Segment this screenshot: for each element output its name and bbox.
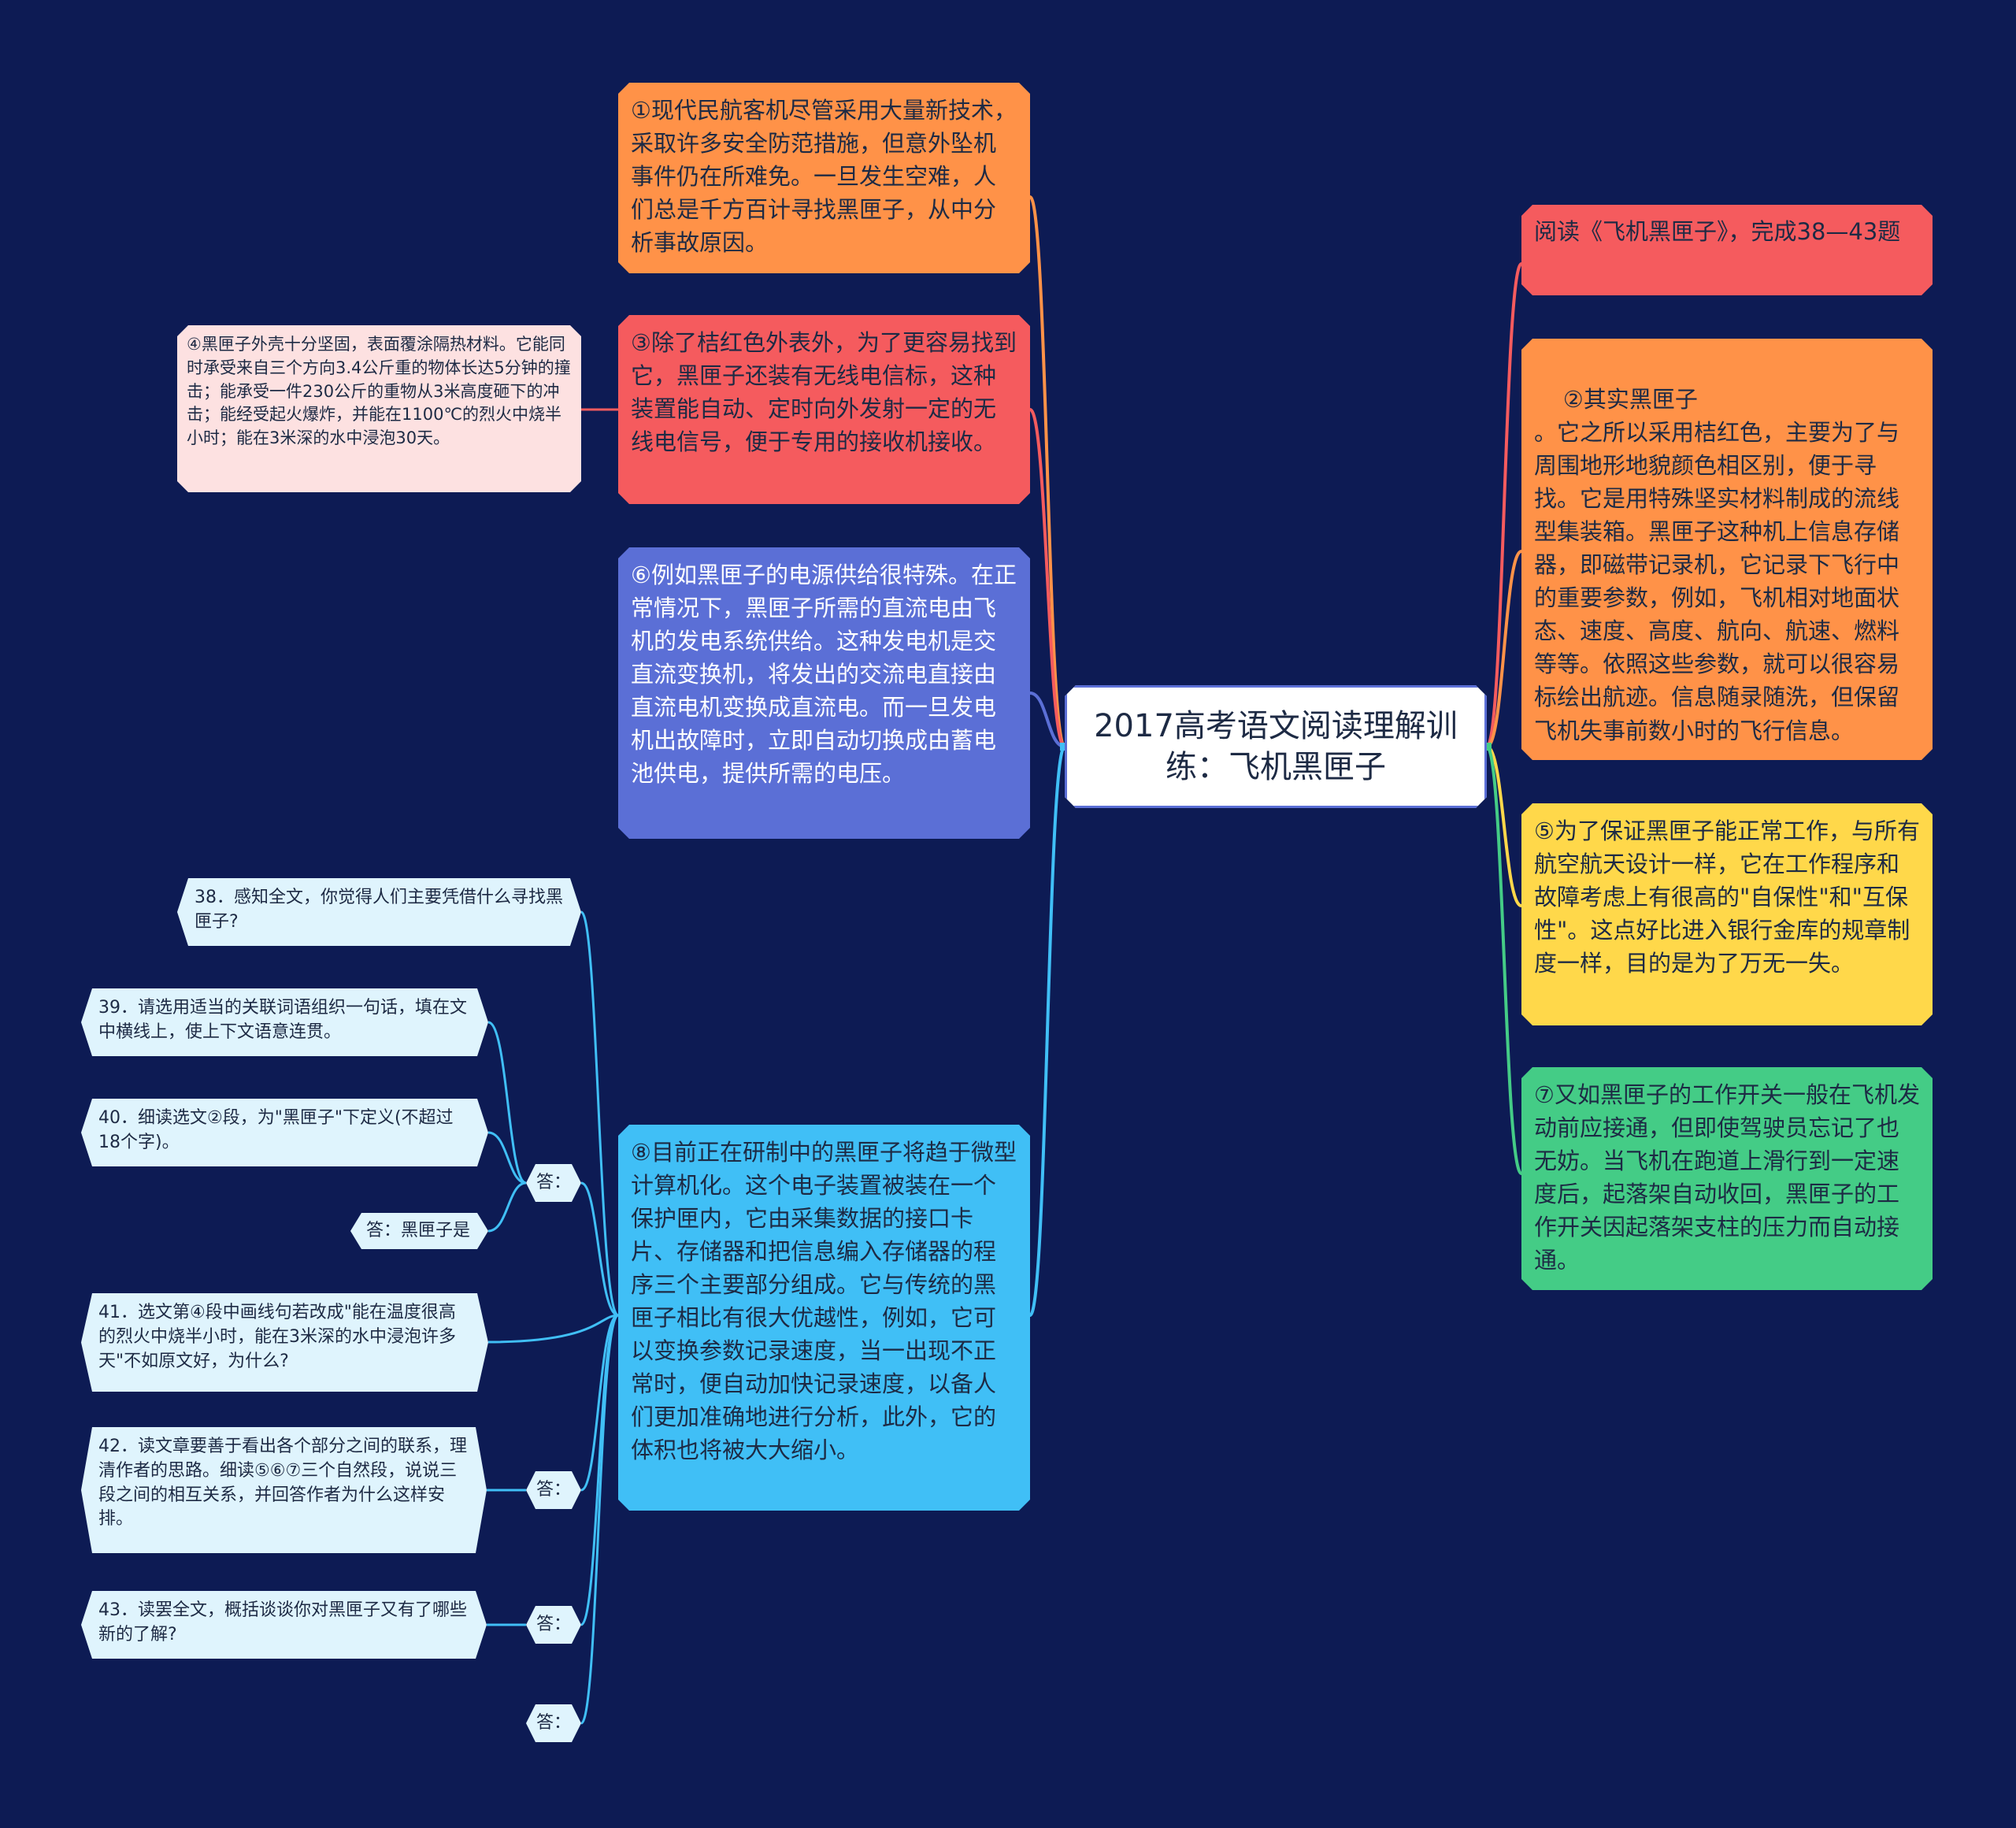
link-a1-q39 xyxy=(487,1021,527,1185)
node-paragraph-6[interactable]: ⑥例如黑匣子的电源供给很特殊。在正常情况下，黑匣子所需的直流电由飞机的发电系统供… xyxy=(618,547,1030,839)
link-p8-a4 xyxy=(580,1314,620,1725)
link-center-p6 xyxy=(1029,692,1065,748)
answer-node-3[interactable]: 答： xyxy=(526,1606,581,1644)
link-center-p2 xyxy=(1485,550,1523,748)
answer-node-4[interactable]: 答： xyxy=(526,1704,581,1742)
paragraph-8-text: ⑧目前正在研制中的黑匣子将趋于微型计算机化。这个电子装置被装在一个保护匣内，它由… xyxy=(631,1139,1017,1464)
question-43[interactable]: 43．读罢全文，概括谈谈你对黑匣子又有了哪些新的了解? xyxy=(81,1591,487,1659)
paragraph-4-text: ④黑匣子外壳十分坚固，表面覆涂隔热材料。它能同时承受来自三个方向3.4公斤重的物… xyxy=(187,335,571,448)
answer-4-text: 答： xyxy=(536,1712,571,1733)
answer-3-text: 答： xyxy=(536,1614,571,1634)
node-paragraph-7[interactable]: ⑦又如黑匣子的工作开关一般在飞机发动前应接通，但即使驾驶员忘记了也无妨。当飞机在… xyxy=(1521,1067,1933,1290)
link-p8-a2 xyxy=(580,1314,619,1492)
link-center-read xyxy=(1485,262,1523,748)
question-41-text: 41．选文第④段中画线句若改成"能在温度很高的烈火中烧半小时，能在3米深的水中浸… xyxy=(98,1303,456,1371)
paragraph-6-text: ⑥例如黑匣子的电源供给很特殊。在正常情况下，黑匣子所需的直流电由飞机的发电系统供… xyxy=(631,562,1017,788)
link-p8-a1 xyxy=(580,1181,619,1317)
question-43-text: 43．读罢全文，概括谈谈你对黑匣子又有了哪些新的了解? xyxy=(98,1600,467,1644)
question-40-answer[interactable]: 答：黑匣子是 xyxy=(350,1213,488,1249)
center-left-port xyxy=(1060,743,1068,751)
node-read-instruction[interactable]: 阅读《飞机黑匣子》，完成38—43题 xyxy=(1521,205,1933,295)
paragraph-7-text: ⑦又如黑匣子的工作开关一般在飞机发动前应接通，但即使驾驶员忘记了也无妨。当飞机在… xyxy=(1534,1081,1920,1274)
answer-node-2[interactable]: 答： xyxy=(526,1471,581,1509)
question-39[interactable]: 39．请选用适当的关联词语组织一句话，填在文中横线上，使上下文语意连贯。 xyxy=(81,988,488,1056)
answer-node-1[interactable]: 答： xyxy=(526,1164,581,1202)
answer-1-text: 答： xyxy=(536,1172,571,1192)
link-center-p1 xyxy=(1028,195,1066,748)
center-title: 2017高考语文阅读理解训练：飞机黑匣子 xyxy=(1094,708,1458,785)
center-topic[interactable]: 2017高考语文阅读理解训练：飞机黑匣子 xyxy=(1065,685,1487,808)
node-paragraph-8[interactable]: ⑧目前正在研制中的黑匣子将趋于微型计算机化。这个电子装置被装在一个保护匣内，它由… xyxy=(618,1125,1030,1511)
link-center-p5 xyxy=(1486,745,1522,907)
node-paragraph-4[interactable]: ④黑匣子外壳十分坚固，表面覆涂隔热材料。它能同时承受来自三个方向3.4公斤重的物… xyxy=(177,325,581,492)
node-paragraph-5[interactable]: ⑤为了保证黑匣子能正常工作，与所有航空航天设计一样，它在工作程序和故障考虑上有很… xyxy=(1521,803,1933,1025)
question-42-text: 42．读文章要善于看出各个部分之间的联系，理清作者的思路。细读⑤⑥⑦三个自然段，… xyxy=(98,1437,467,1530)
question-40-answer-text: 答：黑匣子是 xyxy=(366,1220,471,1240)
node-paragraph-1[interactable]: ①现代民航客机尽管采用大量新技术，采取许多安全防范措施，但意外坠机事件仍在所难免… xyxy=(618,83,1030,273)
paragraph-1-text: ①现代民航客机尽管采用大量新技术，采取许多安全防范措施，但意外坠机事件仍在所难免… xyxy=(631,97,1017,257)
link-p8-q41 xyxy=(487,1314,619,1344)
question-40[interactable]: 40．细读选文②段，为"黑匣子"下定义(不超过18个字)。 xyxy=(81,1099,488,1166)
center-right-port xyxy=(1484,743,1492,751)
question-40-text: 40．细读选文②段，为"黑匣子"下定义(不超过18个字)。 xyxy=(98,1108,454,1152)
node-paragraph-2[interactable]: ②其实黑匣子 。它之所以采用桔红色，主要为了与周围地形地貌颜色相区别，便于寻找。… xyxy=(1521,339,1933,760)
link-center-p7 xyxy=(1485,745,1523,1175)
link-p8-q38 xyxy=(580,910,620,1317)
paragraph-3-text: ③除了桔红色外表外，为了更容易找到它，黑匣子还装有无线电信标，这种装置能自动、定… xyxy=(631,329,1017,456)
answer-2-text: 答： xyxy=(536,1479,571,1500)
link-a1-q40ans xyxy=(487,1181,527,1233)
link-p8-a3 xyxy=(580,1314,620,1626)
link-a1-q40 xyxy=(487,1131,527,1185)
link-center-p3 xyxy=(1028,408,1066,748)
question-39-text: 39．请选用适当的关联词语组织一句话，填在文中横线上，使上下文语意连贯。 xyxy=(98,998,467,1042)
paragraph-5-text: ⑤为了保证黑匣子能正常工作，与所有航空航天设计一样，它在工作程序和故障考虑上有很… xyxy=(1534,818,1920,977)
paragraph-2-text: ②其实黑匣子 。它之所以采用桔红色，主要为了与周围地形地貌颜色相区别，便于寻找。… xyxy=(1534,386,1900,744)
question-41[interactable]: 41．选文第④段中画线句若改成"能在温度很高的烈火中烧半小时，能在3米深的水中浸… xyxy=(81,1293,488,1392)
question-38[interactable]: 38．感知全文，你觉得人们主要凭借什么寻找黑匣子? xyxy=(177,878,581,946)
question-38-text: 38．感知全文，你觉得人们主要凭借什么寻找黑匣子? xyxy=(195,888,563,932)
read-instruction-text: 阅读《飞机黑匣子》，完成38—43题 xyxy=(1534,218,1901,245)
question-42[interactable]: 42．读文章要善于看出各个部分之间的联系，理清作者的思路。细读⑤⑥⑦三个自然段，… xyxy=(81,1427,487,1553)
node-paragraph-3[interactable]: ③除了桔红色外表外，为了更容易找到它，黑匣子还装有无线电信标，这种装置能自动、定… xyxy=(618,315,1030,504)
link-center-p8 xyxy=(1028,745,1066,1317)
